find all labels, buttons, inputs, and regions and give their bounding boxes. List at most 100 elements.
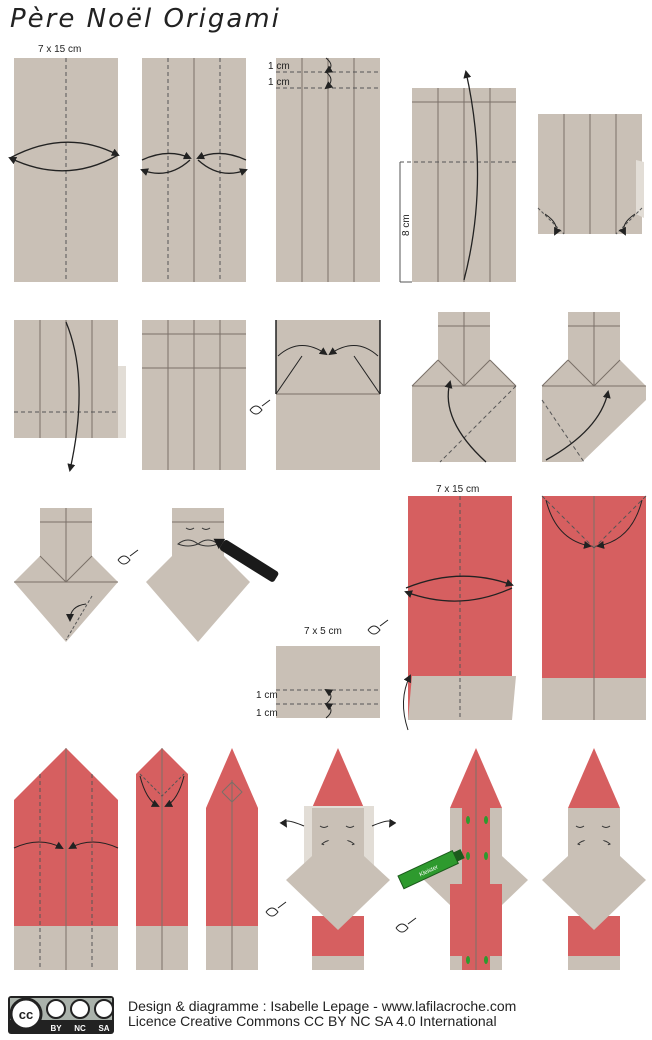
closed-eyes [575, 825, 611, 828]
step-2 [140, 58, 248, 282]
valley-fold-line [593, 495, 647, 549]
glue-stick-icon: Kleister [397, 849, 465, 890]
step-13: 7 x 5 cm 1 cm 1 cm [256, 619, 389, 719]
paper-shape [146, 508, 250, 642]
red-body [568, 916, 620, 956]
cc-logo-text: cc [19, 1007, 33, 1022]
crease-line [221, 781, 243, 803]
crease-line [39, 555, 93, 583]
credit-text: Design & diagramme : Isabelle Lepage - w… [128, 998, 517, 1014]
license-text: Licence Creative Commons CC BY NC SA 4.0… [128, 1013, 497, 1029]
closed-eyes [185, 527, 211, 530]
fold-arrow [403, 674, 411, 731]
valley-fold-line [541, 399, 585, 463]
cc-by-label: BY [50, 1024, 62, 1033]
grey-band [408, 676, 516, 720]
fold-arrow [277, 345, 328, 357]
unfold-arrow [140, 159, 191, 176]
measure-label: 1 cm [256, 708, 278, 719]
turn-over-icon [367, 619, 389, 635]
crease-line [489, 359, 517, 387]
size-label-small: 7 x 5 cm [304, 626, 342, 637]
size-label-top: 7 x 15 cm [38, 44, 81, 55]
unfold-arrow [404, 587, 513, 602]
red-body [312, 916, 364, 956]
beard-diamond [286, 832, 390, 930]
turn-over-icon [265, 901, 287, 917]
fold-arrow [324, 57, 334, 74]
turn-over-icon [249, 399, 271, 415]
step-3: 1 cm 1 cm [268, 57, 380, 282]
valley-fold-line [139, 773, 185, 797]
fold-edge [275, 355, 303, 395]
step-14: 7 x 15 cm [403, 484, 516, 731]
fold-arrow [65, 321, 80, 472]
fold-arrow [324, 71, 334, 90]
step-15 [541, 495, 647, 720]
fold-arrow [279, 818, 305, 828]
step-12 [117, 508, 279, 642]
sa-icon [94, 999, 114, 1019]
fold-arrow [618, 213, 636, 236]
step-11 [14, 508, 118, 642]
measure-label: 1 cm [256, 690, 278, 701]
valley-fold-line [65, 595, 93, 641]
crease-line [437, 359, 491, 387]
glue-drops [466, 816, 488, 964]
paper-sheet [276, 320, 380, 470]
unfold-arrow [8, 154, 119, 172]
paper-layer [636, 160, 644, 218]
cc-sa-label: SA [98, 1024, 109, 1033]
fold-arrow [444, 380, 487, 463]
fold-arrow [544, 213, 562, 236]
closed-eyes [319, 825, 355, 828]
measure-label: 8 cm [401, 214, 412, 236]
paper-sheet [276, 646, 380, 718]
turn-over-icon [117, 549, 139, 565]
measure-label: 1 cm [268, 61, 290, 72]
by-icon [46, 999, 66, 1019]
step-8 [249, 320, 381, 470]
fold-edge [353, 355, 381, 395]
step-1: 7 x 15 cm [8, 44, 120, 282]
size-label-red: 7 x 15 cm [436, 484, 479, 495]
fold-arrow [196, 151, 247, 161]
fold-arrow [324, 688, 334, 705]
crease-line [567, 359, 621, 387]
cc-license-badge[interactable]: cc BY NC SA [8, 996, 114, 1034]
grey-band [312, 956, 364, 970]
fold-arrow [405, 575, 514, 589]
fold-arrow [596, 499, 643, 549]
fold-arrow [324, 702, 334, 719]
step-20: Kleister [395, 748, 528, 970]
fold-arrow [141, 151, 192, 161]
beard-diamond [542, 832, 646, 930]
fold-arrow [68, 841, 119, 849]
fold-arrow [545, 499, 592, 549]
grey-band [568, 956, 620, 970]
step-9 [411, 312, 517, 463]
step-10 [541, 312, 646, 463]
step-5 [537, 114, 644, 236]
valley-fold-line [439, 385, 517, 463]
fold-arrow [164, 775, 185, 807]
step-16 [13, 748, 119, 970]
fold-arrow [13, 841, 64, 849]
step-4: 8 cm [399, 70, 516, 283]
cc-icon [9, 997, 43, 1031]
nc-icon [70, 999, 90, 1019]
crease-line [411, 359, 439, 387]
fold-arrow [545, 390, 611, 461]
paper-layer [118, 366, 126, 438]
marker-pen-icon [213, 538, 279, 582]
crease-line [541, 359, 569, 387]
page-title: Père Noël Origami [10, 4, 281, 34]
hat [312, 748, 364, 808]
turn-over-icon [395, 917, 417, 933]
fold-arrow [139, 775, 160, 807]
measure-label: 1 cm [268, 77, 290, 88]
cc-nc-label: NC [74, 1024, 86, 1033]
step-7 [142, 320, 246, 470]
fold-arrow [371, 818, 397, 828]
